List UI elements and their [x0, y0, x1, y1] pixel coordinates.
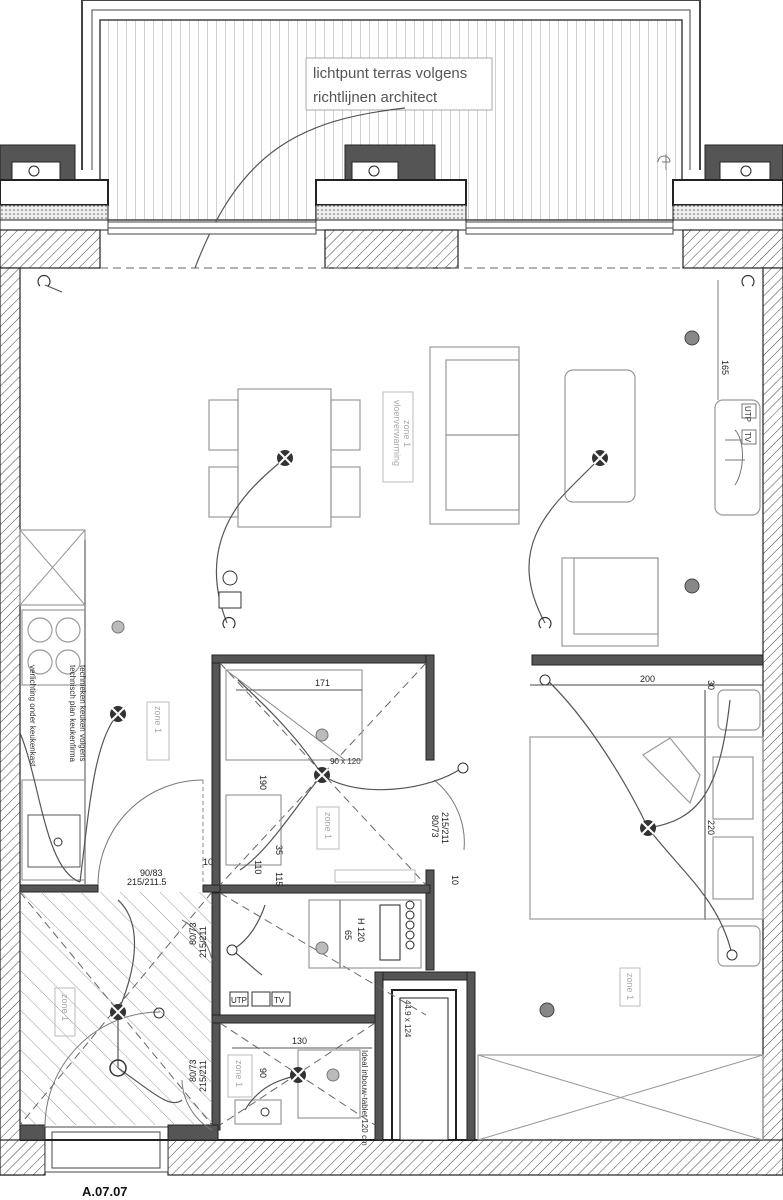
zone-label-kitchen: zone 1: [153, 706, 163, 733]
dim-115: 115: [274, 872, 284, 886]
spot-light-1: [684, 330, 700, 346]
ceiling-lights: [109, 330, 700, 1083]
light-bath: [314, 767, 330, 783]
dim-130: 130: [292, 1036, 307, 1046]
door-wc-dim-1: 80/73: [188, 1059, 198, 1082]
light-kitchen: [110, 706, 126, 722]
door-kitchen-dim-1: 90/83: [140, 868, 163, 878]
dim-220: 220: [706, 820, 716, 835]
dim-110: 110: [253, 860, 263, 874]
tub-size-label: 44.9 x 124: [403, 1000, 412, 1038]
spot-light-5: [315, 728, 329, 742]
utp-outlet-label: UTP: [231, 996, 247, 1005]
spot-light-2: [684, 578, 700, 594]
light-dining: [277, 450, 293, 466]
tablet-note: Ideal inbouw-tablet 120 cm: [360, 1050, 369, 1146]
kitchen-note-1: technieken keuken volgens: [78, 665, 87, 762]
dim-90: 90: [258, 1068, 268, 1078]
dim-171: 171: [315, 678, 330, 688]
switch-icon: [222, 617, 236, 629]
door-wc-dim-2: 215/211: [198, 1060, 208, 1092]
dim-190: 190: [258, 775, 268, 790]
dim-35: 35: [274, 845, 284, 855]
socket-icon: [457, 762, 469, 774]
sun-icon: [153, 1007, 165, 1019]
facade-columns: [0, 144, 783, 269]
shower-size-label: 90 x 120: [330, 757, 361, 766]
switch-icon: [37, 275, 51, 287]
socket-icon: [726, 949, 738, 961]
unit-label: A.07.07: [82, 1184, 128, 1199]
spot-light-6: [315, 941, 329, 955]
dim-65: 65: [343, 930, 353, 940]
dim-h120: H 120: [356, 918, 366, 942]
living-room: vloerverwarming zone 1 TV UTP 165: [44, 280, 761, 647]
terrace-note-line1: lichtpunt terras volgens: [313, 65, 467, 82]
light-living: [592, 450, 608, 466]
living-utp-label: UTP: [743, 406, 752, 422]
zone-label-bedroom: zone 1: [625, 973, 635, 1000]
light-hall: [110, 1004, 126, 1020]
dim-10-b: 10: [450, 875, 460, 885]
utility-room: 65 H 120 UTP TV: [219, 892, 427, 1016]
door-kitchen-dim-2: 215/211.5: [127, 877, 166, 887]
kitchen-note-2: technisch plan keukenfirma: [68, 665, 77, 762]
spot-light-3: [539, 1002, 555, 1018]
dim-10-a: 10: [203, 857, 213, 867]
windows: [100, 221, 683, 269]
spot-light-4: [111, 620, 125, 634]
switches: [37, 275, 755, 961]
zone-label-bath: zone 1: [323, 812, 333, 839]
spot-light-7: [326, 1068, 340, 1082]
living-tv-label: TV: [743, 432, 752, 443]
outer-walls: [0, 267, 783, 1176]
door-hall-dim-1: 80/73: [188, 922, 198, 945]
socket-icon: [226, 944, 238, 956]
interior-walls: [19, 654, 764, 1141]
light-wc: [290, 1067, 306, 1083]
kitchen: technieken keuken volgens technisch plan…: [19, 529, 204, 887]
kitchen-note-3: verlichting onder keukenkast: [28, 665, 37, 767]
switch-icon: [741, 275, 755, 287]
zone-label-hall: zone 1: [60, 994, 70, 1021]
thermostat-icon: [218, 591, 242, 609]
dimmer-icon: [222, 570, 238, 586]
door-bath-dim-2: 215/211: [440, 812, 450, 844]
bedroom: 200 30 220 zone 1: [477, 674, 764, 1141]
floor-heating-label: vloerverwarming: [392, 400, 402, 466]
bathroom: 171 190 90 x 120 35 110 115 10 zone 1 80…: [203, 662, 465, 886]
tv-outlet-label: TV: [274, 996, 285, 1005]
terrace-note-line2: richtlijnen architect: [313, 89, 438, 106]
door-bath-dim-1: 80/73: [430, 815, 440, 838]
light-bedroom: [640, 820, 656, 836]
zone-label-living: zone 1: [402, 420, 412, 447]
socket-icon: [539, 674, 551, 686]
zone-label-wc: zone 1: [234, 1060, 244, 1087]
dim-30: 30: [706, 680, 716, 690]
door-hall-dim-2: 215/211: [198, 926, 208, 958]
dim-200: 200: [640, 674, 655, 684]
dim-165: 165: [720, 360, 730, 375]
wall-light-icon: [109, 1059, 127, 1077]
switch-icon: [538, 617, 552, 629]
